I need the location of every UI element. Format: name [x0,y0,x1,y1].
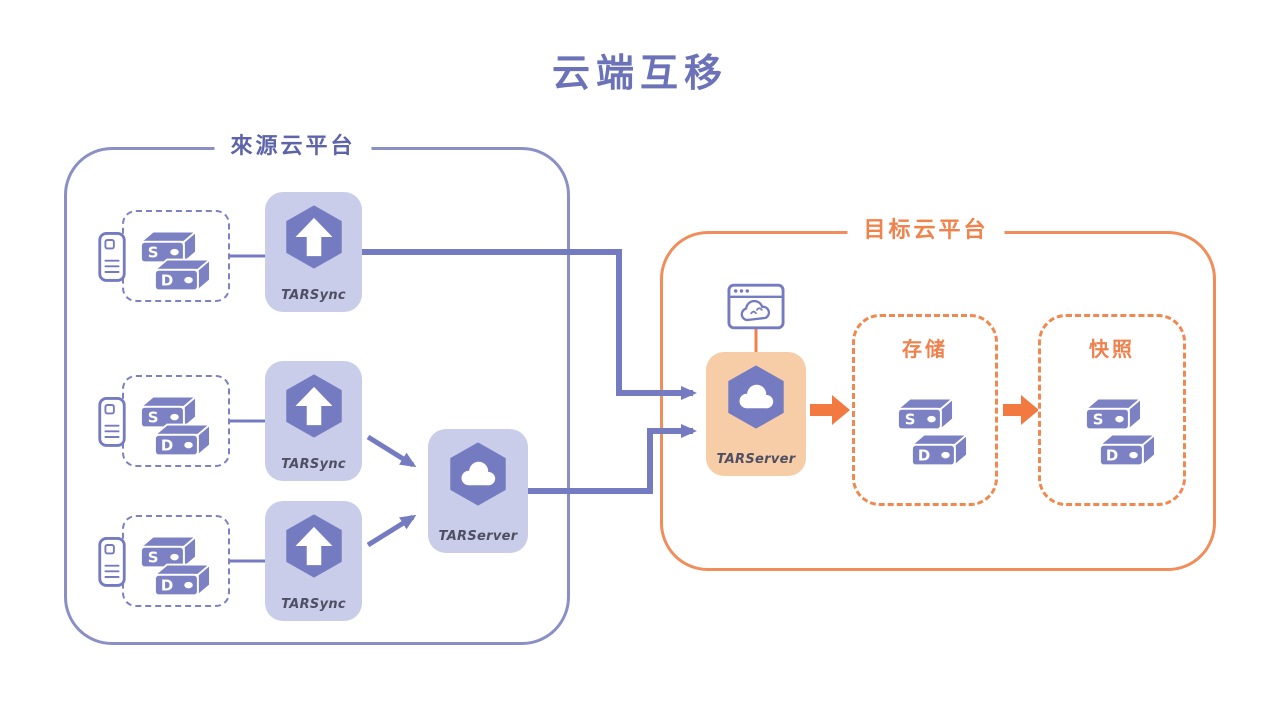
tarsync-node-1: TARSync [265,192,362,312]
diagram-title: 云端互移 [551,51,728,95]
upload-hexagon-icon [281,204,347,270]
source-disk-group-1: S D [122,210,230,302]
disk-icon-s: S [1083,393,1143,434]
tarserver-label: TARServer [716,452,796,467]
svg-text:S: S [148,244,159,262]
disk-icon-s: S [138,391,198,432]
disk-icon-d: D [1097,429,1157,470]
console-browser-icon [727,283,785,330]
storage-box: 存储 S D [852,314,998,506]
disk-icon-d: D [152,419,212,460]
svg-text:D: D [918,447,930,465]
upload-hexagon-icon [281,373,347,439]
tarsync-label: TARSync [281,288,346,303]
upload-hexagon-icon [281,513,347,579]
target-tarserver-node: TARServer [706,352,806,476]
svg-text:D: D [161,437,173,455]
disk-icon-d: D [152,254,212,295]
svg-text:S: S [905,411,916,429]
snapshot-box: 快照 S D [1038,314,1186,506]
disk-icon-d: D [152,559,212,600]
source-cloud-label: 來源云平台 [214,131,372,163]
source-disk-group-2: S D [122,375,230,467]
svg-text:D: D [161,272,173,290]
disk-icon-s: S [138,531,198,572]
server-icon [96,227,128,285]
svg-text:S: S [1093,411,1104,429]
svg-text:D: D [161,577,173,595]
svg-text:S: S [148,409,159,427]
disk-icon-s: S [138,226,198,267]
server-icon [96,532,128,590]
tarserver-label: TARServer [438,529,518,544]
tarsync-label: TARSync [281,597,346,612]
tarsync-label: TARSync [281,457,346,472]
tarsync-node-3: TARSync [265,501,362,621]
server-icon [96,392,128,450]
source-tarserver-node: TARServer [428,429,528,553]
svg-text:D: D [1106,447,1118,465]
disk-icon-s: S [895,393,955,434]
target-cloud-label: 目标云平台 [847,215,1005,247]
tarsync-node-2: TARSync [265,361,362,481]
source-disk-group-3: S D [122,515,230,607]
snapshot-label: 快照 [1089,337,1135,361]
disk-icon-d: D [909,429,969,470]
cloud-hexagon-icon [723,364,789,430]
cloud-hexagon-icon [445,441,511,507]
svg-text:S: S [148,549,159,567]
storage-label: 存储 [902,337,948,361]
